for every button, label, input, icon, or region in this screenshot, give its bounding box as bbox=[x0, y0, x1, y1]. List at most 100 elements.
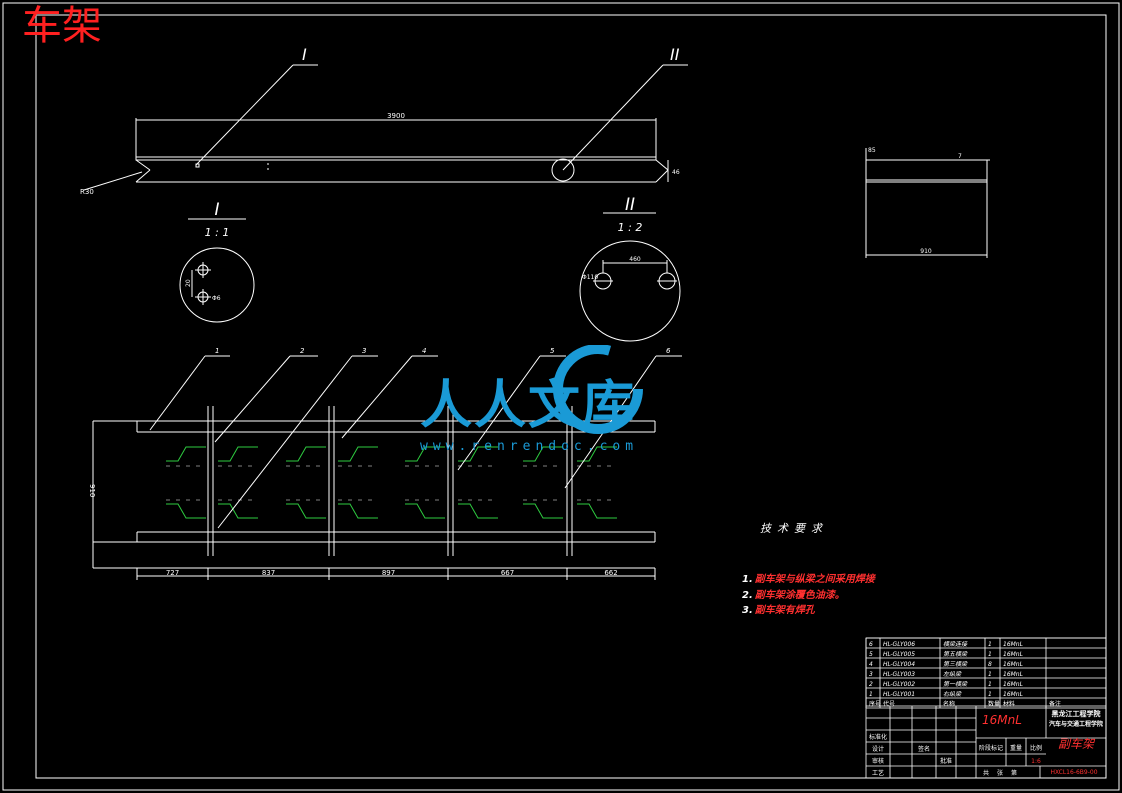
tb-label-review: 审核 bbox=[872, 757, 884, 765]
crossmember-bracket-top bbox=[405, 446, 445, 462]
parts-table-header: 序号 bbox=[869, 700, 881, 708]
tech-note-3-text: 副车架有焊孔 bbox=[754, 605, 815, 616]
crossmember-bracket-bottom bbox=[577, 503, 617, 519]
dim-width-plan: 910 bbox=[88, 484, 96, 497]
dim-h46: 46 bbox=[672, 169, 680, 176]
watermark-logo-ring bbox=[553, 345, 643, 434]
tb-dept: 汽车与交通工程学院 bbox=[1049, 720, 1103, 728]
parts-table-cell: 1 bbox=[988, 691, 992, 698]
part-callout-label: 1 bbox=[215, 347, 219, 355]
dim-detail1-spacing: 20 bbox=[185, 279, 192, 287]
title-block bbox=[865, 637, 1107, 779]
detail-2-callout: II bbox=[670, 45, 680, 64]
part-callout-leader bbox=[214, 355, 291, 443]
spacing-dim-label: 667 bbox=[501, 569, 514, 577]
parts-table-cell: 5 bbox=[869, 651, 873, 658]
tb-label-scale: 比例 bbox=[1030, 744, 1042, 752]
parts-table-cell: 1 bbox=[988, 681, 992, 688]
part-callout-leader bbox=[341, 355, 413, 439]
detail-2-view bbox=[579, 212, 681, 342]
parts-table-cell: HL-GLY001 bbox=[883, 691, 915, 698]
crossmember-bracket-bottom bbox=[286, 503, 326, 519]
detail-2-title: II bbox=[625, 195, 635, 215]
tb-label-total: 共 bbox=[983, 769, 989, 777]
parts-table-cell: 16MnL bbox=[1003, 671, 1023, 678]
part-callout-label: 2 bbox=[300, 347, 305, 355]
part-callout-label: 4 bbox=[422, 347, 426, 355]
parts-table-cell: 8 bbox=[988, 661, 992, 668]
watermark-text: 人人文库 bbox=[420, 376, 637, 436]
crossmember-bracket-bottom bbox=[218, 503, 258, 519]
tech-note-3-index: 3. bbox=[742, 605, 753, 616]
parts-table-cell: 16MnL bbox=[1003, 661, 1023, 668]
parts-table-cell: 2 bbox=[869, 681, 873, 688]
dim-side-top: 85 bbox=[868, 147, 876, 154]
spacing-dim-label: 837 bbox=[262, 569, 275, 577]
parts-table-cell: 16MnL bbox=[1003, 691, 1023, 698]
tech-note-1-index: 1. bbox=[742, 574, 753, 585]
parts-table-cell: HL-GLY002 bbox=[883, 681, 915, 688]
tb-material: 16MnL bbox=[982, 713, 1022, 727]
tech-note-2-text: 副车架涂覆色油漆。 bbox=[754, 590, 845, 601]
tb-school: 黑龙江工程学院 bbox=[1052, 709, 1101, 718]
parts-table-header: 材料 bbox=[1003, 700, 1015, 708]
tech-requirements-title: 技术要求 bbox=[760, 522, 828, 535]
dim-r30: R30 bbox=[80, 188, 94, 196]
parts-table-cell: 1 bbox=[988, 671, 992, 678]
crossmember-bracket-top bbox=[218, 446, 258, 462]
parts-table-cell: 左纵梁 bbox=[943, 670, 962, 678]
detail-1-scale: 1 : 1 bbox=[205, 226, 230, 239]
inner-frame bbox=[35, 14, 1107, 779]
dim-detail2-spacing: 460 bbox=[629, 256, 641, 263]
tb-label-stage: 阶段标记 bbox=[979, 744, 1003, 752]
crossmember-bracket-bottom bbox=[458, 503, 498, 519]
spacing-dim-label: 897 bbox=[382, 569, 395, 577]
detail-1-callout: I bbox=[302, 45, 307, 64]
crossmember-group bbox=[166, 406, 617, 556]
tech-note-3: 3.副车架有焊孔 bbox=[742, 601, 815, 616]
parts-table-cell: 4 bbox=[869, 661, 873, 668]
tb-label-design: 标准化 bbox=[869, 733, 887, 741]
tb-label-weight: 重量 bbox=[1010, 744, 1022, 752]
tb-label-process: 工艺 bbox=[872, 769, 884, 777]
part-callout-label: 3 bbox=[362, 347, 366, 355]
tb-drawing-name: 副车架 bbox=[1058, 737, 1096, 751]
detail-2-scale: 1 : 2 bbox=[618, 221, 643, 234]
parts-table-cell: 3 bbox=[869, 671, 873, 678]
parts-table-cell: HL-GLY004 bbox=[883, 661, 915, 668]
crossmember-bracket-top bbox=[577, 446, 617, 462]
crossmember-bracket-top bbox=[338, 446, 378, 462]
tech-note-1-text: 副车架与纵梁之间采用焊接 bbox=[754, 574, 875, 585]
tb-drawing-code: HXCL16-6B9-00 bbox=[1050, 769, 1097, 776]
parts-table-cell: 1 bbox=[988, 641, 992, 648]
detail-1-title: I bbox=[214, 200, 219, 220]
parts-table-cell: 第三横梁 bbox=[943, 660, 968, 668]
part-callout-label: 6 bbox=[666, 347, 671, 355]
tb-label-sheet-no: 第 bbox=[1011, 769, 1017, 777]
part-callout-label: 5 bbox=[550, 347, 555, 355]
parts-table-cell: 16MnL bbox=[1003, 641, 1023, 648]
parts-table-header: 数量 bbox=[988, 700, 1000, 708]
tech-note-2-index: 2. bbox=[742, 590, 753, 601]
part-callout-leader bbox=[217, 355, 353, 529]
tech-note-1: 1.副车架与纵梁之间采用焊接 bbox=[742, 570, 875, 585]
parts-table-cell: HL-GLY005 bbox=[883, 651, 915, 658]
watermark-url: www.renrendoc.com bbox=[420, 439, 639, 454]
spacing-dim-label: 727 bbox=[166, 569, 179, 577]
parts-table-cell: HL-GLY006 bbox=[883, 641, 915, 648]
dim-detail1-hole: Φ6 bbox=[212, 295, 221, 302]
detail-1-view bbox=[179, 218, 255, 323]
dim-detail2-hole: Φ110 bbox=[582, 274, 598, 281]
crossmember-bracket-top bbox=[523, 446, 563, 462]
watermark: 人人文库 www.renrendoc.com bbox=[418, 345, 708, 455]
parts-table-header: 备注 bbox=[1049, 700, 1061, 708]
dim-overall-length: 3900 bbox=[387, 112, 405, 120]
dim-side-width: 910 bbox=[920, 248, 932, 255]
parts-table-header: 名称 bbox=[943, 700, 955, 708]
parts-table-cell: 1 bbox=[869, 691, 873, 698]
crossmember-bracket-bottom bbox=[338, 503, 378, 519]
tb-sign-1: 设计 bbox=[872, 745, 884, 753]
